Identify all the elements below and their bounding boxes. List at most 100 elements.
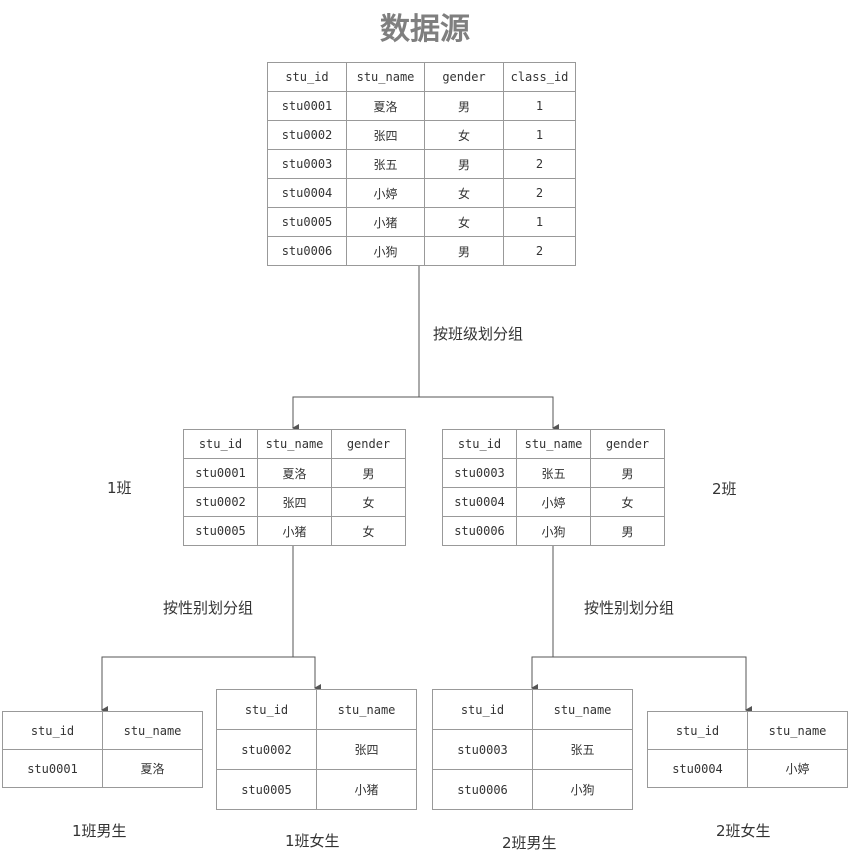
connector-to-class1-male	[101, 656, 293, 714]
column-header: stu_id	[216, 689, 317, 730]
table-cell: 女	[424, 178, 504, 208]
table-cell: 1	[503, 207, 576, 237]
table-cell: stu0001	[267, 91, 347, 121]
table-cell: 小猪	[346, 207, 425, 237]
table-cell: 小婷	[516, 487, 591, 517]
table-cell: 张五	[346, 149, 425, 179]
table-cell: 男	[590, 458, 665, 488]
column-header: stu_id	[267, 62, 347, 92]
table-cell: stu0006	[267, 236, 347, 266]
group-by-gender-label-left: 按性别划分组	[163, 599, 254, 617]
table-cell: 女	[590, 487, 665, 517]
table-cell: 小猪	[316, 769, 417, 810]
table-cell: stu0001	[183, 458, 258, 488]
column-header: stu_id	[183, 429, 258, 459]
table-cell: stu0005	[183, 516, 258, 546]
table-cell: 男	[331, 458, 406, 488]
class1-label: 1班	[107, 479, 132, 497]
table-cell: stu0003	[442, 458, 517, 488]
table-cell: 张四	[316, 729, 417, 770]
table-cell: 小狗	[346, 236, 425, 266]
table-cell: stu0005	[216, 769, 317, 810]
table-cell: 小婷	[747, 749, 848, 788]
table-cell: 2	[503, 149, 576, 179]
table-cell: 女	[331, 487, 406, 517]
column-header: stu_name	[532, 689, 633, 730]
table-cell: 女	[331, 516, 406, 546]
group-by-class-label: 按班级划分组	[433, 325, 524, 343]
table-cell: stu0002	[216, 729, 317, 770]
class2-male-label: 2班男生	[502, 834, 557, 852]
table-cell: 张五	[516, 458, 591, 488]
table-cell: stu0003	[432, 729, 533, 770]
table-cell: stu0003	[267, 149, 347, 179]
table-cell: 张四	[257, 487, 332, 517]
table-cell: stu0002	[183, 487, 258, 517]
table-cell: 小狗	[532, 769, 633, 810]
table-cell: 女	[424, 120, 504, 150]
column-header: stu_id	[432, 689, 533, 730]
table-cell: 夏洛	[102, 749, 203, 788]
column-header: stu_name	[346, 62, 425, 92]
column-header: stu_id	[647, 711, 748, 750]
column-header: stu_name	[516, 429, 591, 459]
table-cell: 张五	[532, 729, 633, 770]
table-cell: 小狗	[516, 516, 591, 546]
table-cell: stu0006	[432, 769, 533, 810]
column-header: gender	[331, 429, 406, 459]
column-header: stu_name	[747, 711, 848, 750]
column-header: stu_id	[442, 429, 517, 459]
class1-female-label: 1班女生	[285, 832, 340, 850]
connector-to-class1-female	[293, 656, 321, 692]
table-cell: 2	[503, 236, 576, 266]
class2-female-label: 2班女生	[716, 822, 771, 840]
class1-male-label: 1班男生	[72, 822, 127, 840]
column-header: gender	[590, 429, 665, 459]
table-cell: 小猪	[257, 516, 332, 546]
table-cell: 男	[424, 236, 504, 266]
table-cell: 女	[424, 207, 504, 237]
column-header: stu_name	[316, 689, 417, 730]
column-header: gender	[424, 62, 504, 92]
column-header: stu_id	[2, 711, 103, 750]
table-cell: stu0002	[267, 120, 347, 150]
table-cell: 男	[424, 91, 504, 121]
table-cell: 1	[503, 91, 576, 121]
connector-to-class2-female	[553, 656, 752, 714]
connector-to-class2-male	[531, 656, 553, 692]
table-cell: 男	[424, 149, 504, 179]
table-cell: stu0004	[267, 178, 347, 208]
table-cell: stu0006	[442, 516, 517, 546]
table-cell: stu0001	[2, 749, 103, 788]
table-cell: 夏洛	[346, 91, 425, 121]
connector-to-class2	[419, 396, 559, 432]
table-cell: 2	[503, 178, 576, 208]
table-cell: 张四	[346, 120, 425, 150]
